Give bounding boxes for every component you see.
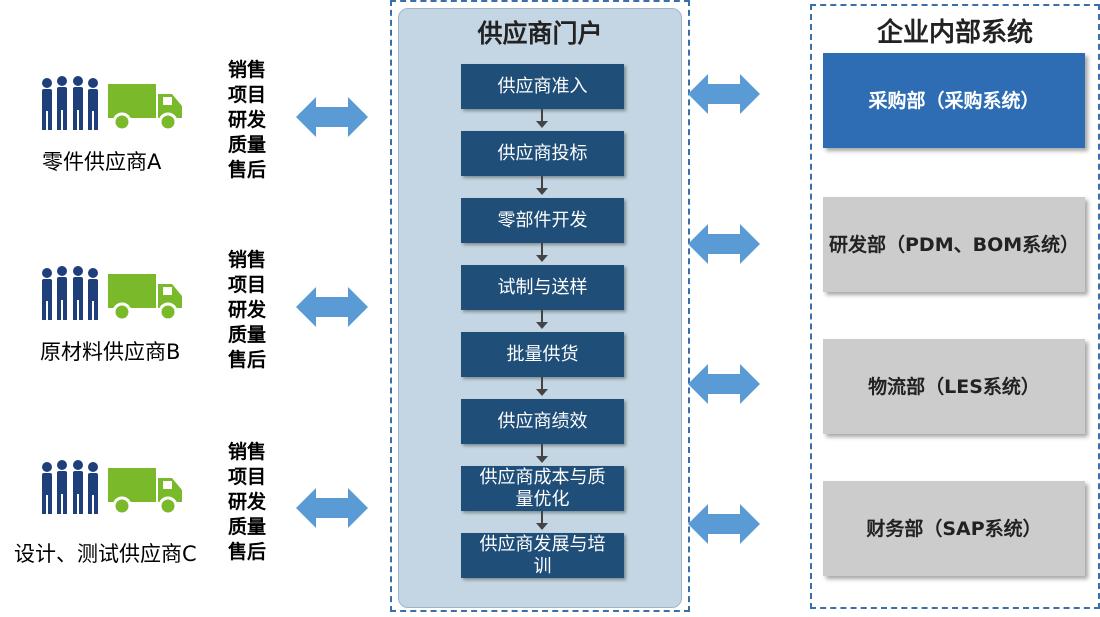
step-development-training: 供应商发展与培训 xyxy=(461,533,624,578)
portal-frame xyxy=(390,0,690,612)
connector-arrow-icon xyxy=(536,389,548,396)
service-item: 质量 xyxy=(228,134,267,156)
supplier-a: 零件供应商A xyxy=(0,76,230,206)
service-item: 质量 xyxy=(228,324,267,346)
connector xyxy=(541,511,543,523)
service-item: 售后 xyxy=(228,541,267,563)
step-mass-supply: 批量供货 xyxy=(461,332,624,377)
bidirectional-arrow-icon xyxy=(688,502,760,546)
connector xyxy=(541,109,543,121)
connector xyxy=(541,243,543,255)
dept-rnd: 研发部（PDM、BOM系统） xyxy=(823,197,1085,292)
enterprise-frame xyxy=(810,4,1100,609)
supplier-name: 设计、测试供应商C xyxy=(14,542,197,566)
step-cost-quality-optimization: 供应商成本与质量优化 xyxy=(461,466,624,511)
bidirectional-arrow-icon xyxy=(296,486,368,530)
supplier-b: 原材料供应商B xyxy=(0,266,230,396)
connector-arrow-icon xyxy=(536,255,548,262)
people-icon xyxy=(38,266,102,322)
service-item: 项目 xyxy=(228,274,267,296)
connector-arrow-icon xyxy=(536,322,548,329)
portal-title: 供应商门户 xyxy=(477,19,603,48)
service-item: 售后 xyxy=(228,349,267,371)
dept-purchasing: 采购部（采购系统） xyxy=(823,53,1085,148)
connector-arrow-icon xyxy=(536,523,548,530)
supplier-c: 设计、测试供应商C xyxy=(0,460,230,590)
service-item: 销售 xyxy=(228,249,267,271)
service-item: 质量 xyxy=(228,516,267,538)
service-item: 项目 xyxy=(228,466,267,488)
enterprise-title: 企业内部系统 xyxy=(876,18,1033,48)
connector xyxy=(541,377,543,389)
people-icon xyxy=(38,76,102,132)
connector xyxy=(541,176,543,188)
service-item: 研发 xyxy=(228,491,267,513)
service-list: 销售 项目 研发 质量 售后 xyxy=(228,248,278,373)
service-item: 销售 xyxy=(228,59,267,81)
truck-icon xyxy=(108,466,184,516)
bidirectional-arrow-icon xyxy=(296,95,368,139)
step-supplier-performance: 供应商绩效 xyxy=(461,399,624,444)
service-item: 研发 xyxy=(228,109,267,131)
bidirectional-arrow-icon xyxy=(296,285,368,329)
service-list: 销售 项目 研发 质量 售后 xyxy=(228,440,278,565)
service-item: 项目 xyxy=(228,84,267,106)
people-icon xyxy=(38,460,102,516)
supplier-name: 原材料供应商B xyxy=(40,340,181,364)
service-item: 研发 xyxy=(228,299,267,321)
connector-arrow-icon xyxy=(536,121,548,128)
connector-arrow-icon xyxy=(536,456,548,463)
step-trial-sampling: 试制与送样 xyxy=(461,265,624,310)
dept-logistics: 物流部（LES系统） xyxy=(823,339,1085,434)
service-item: 售后 xyxy=(228,159,267,181)
connector xyxy=(541,444,543,456)
step-parts-development: 零部件开发 xyxy=(461,198,624,243)
supplier-name: 零件供应商A xyxy=(42,150,162,174)
connector xyxy=(541,310,543,322)
truck-icon xyxy=(108,82,184,132)
bidirectional-arrow-icon xyxy=(688,222,760,266)
bidirectional-arrow-icon xyxy=(688,362,760,406)
bidirectional-arrow-icon xyxy=(688,72,760,116)
truck-icon xyxy=(108,272,184,322)
step-supplier-admission: 供应商准入 xyxy=(461,64,624,109)
service-item: 销售 xyxy=(228,441,267,463)
step-supplier-bidding: 供应商投标 xyxy=(461,131,624,176)
connector-arrow-icon xyxy=(536,188,548,195)
dept-finance: 财务部（SAP系统） xyxy=(823,481,1085,576)
service-list: 销售 项目 研发 质量 售后 xyxy=(228,58,278,183)
